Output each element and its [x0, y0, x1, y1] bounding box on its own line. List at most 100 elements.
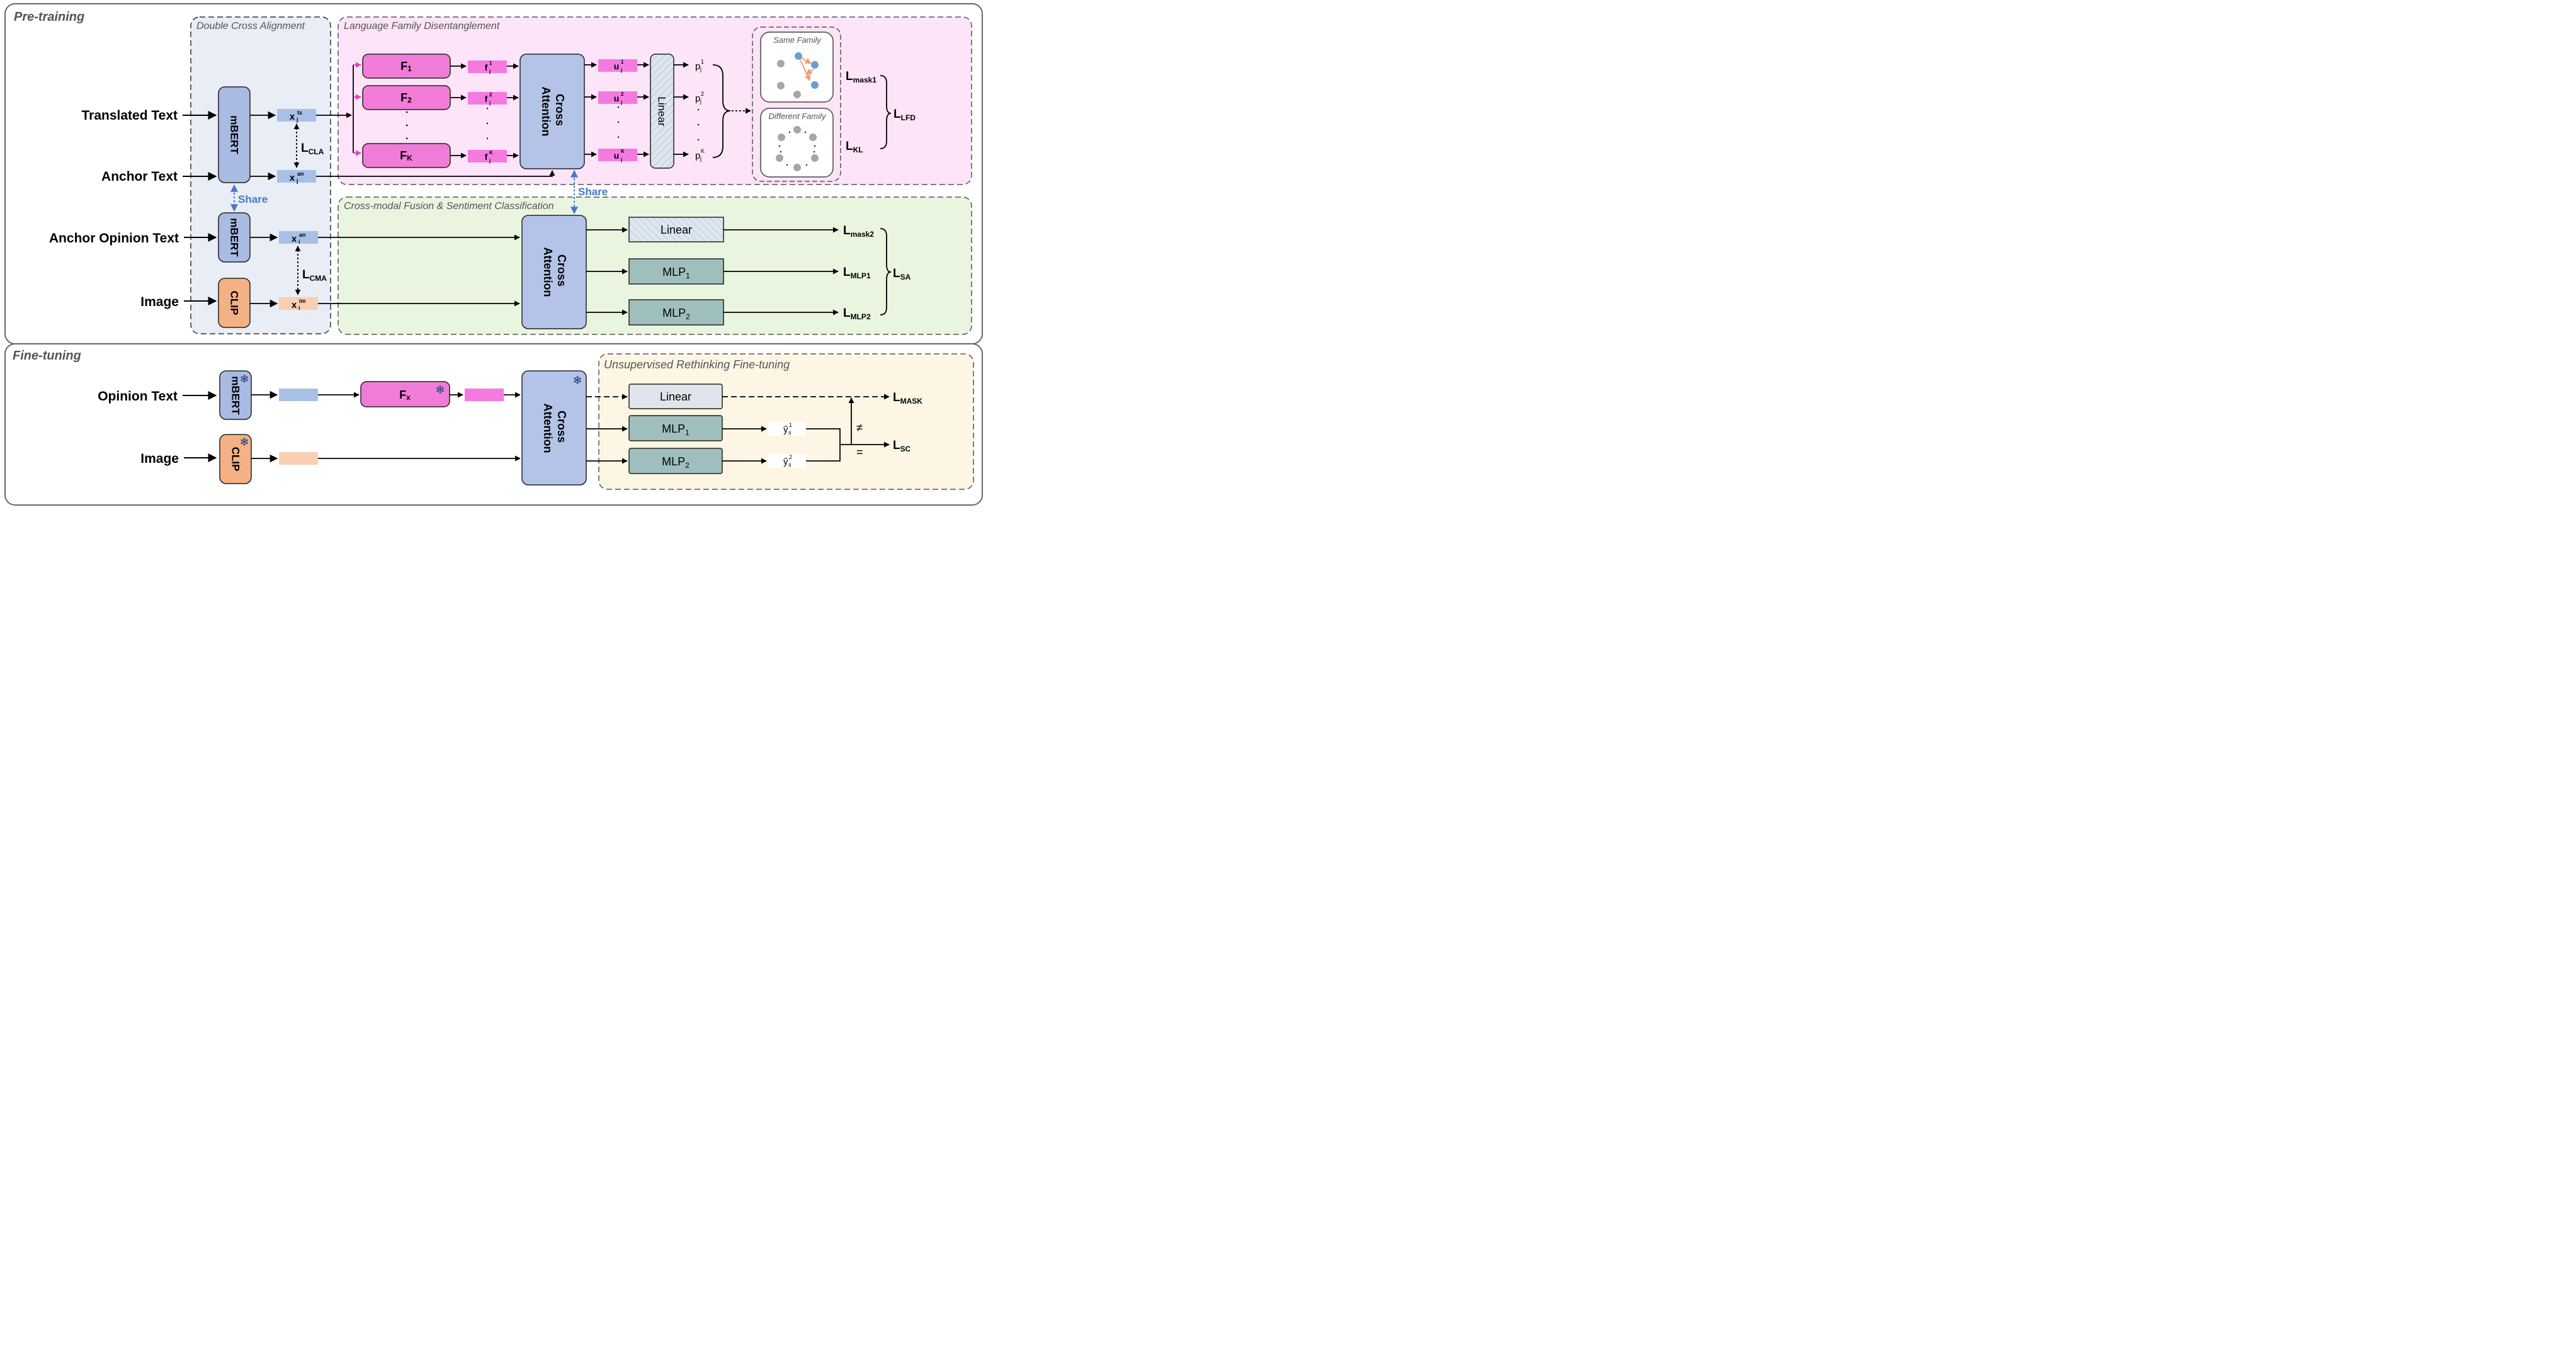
frozen-icon: ❄: [435, 383, 445, 396]
svg-text:j: j: [700, 98, 701, 105]
svg-text:Fx: Fx: [399, 389, 411, 402]
svg-text:x: x: [292, 234, 297, 244]
svg-text:j: j: [296, 178, 298, 184]
svg-text:K: K: [621, 149, 625, 154]
svg-text:ŷ: ŷ: [783, 424, 788, 435]
p-brace: [712, 64, 731, 158]
svg-text:MLP1: MLP1: [662, 266, 690, 280]
svg-text:j: j: [620, 157, 622, 162]
svg-text:2: 2: [489, 92, 492, 98]
clip-frozen-encoder: [219, 434, 252, 484]
mlp1-cmf: [628, 258, 724, 285]
svg-text:Cross Attention: Cross Attention: [542, 247, 568, 297]
ft-fx-feature: [465, 389, 504, 401]
svg-text:. . .: . . .: [485, 107, 495, 144]
feature-uk: [598, 149, 637, 161]
sa-brace: [880, 228, 892, 315]
svg-text:f: f: [485, 152, 488, 162]
input-translated-text: Translated Text: [82, 108, 178, 123]
feature-x-ts: [277, 109, 316, 122]
clip-encoder: [218, 278, 251, 328]
eq-sign: =: [856, 446, 863, 458]
loss-mask2: Lmask2: [843, 224, 874, 239]
ft-image-feature: [279, 452, 318, 465]
mlp1-ft: [628, 415, 723, 441]
framework-diagram: Pre-training Fine-tuning Double Cross Al…: [4, 3, 983, 506]
svg-text:MLP1: MLP1: [662, 423, 689, 437]
svg-text:Same Family: Same Family: [773, 35, 822, 45]
svg-text:f: f: [485, 62, 488, 72]
family-container: [752, 26, 841, 182]
lfd-brace: [880, 75, 892, 149]
loss-cla: LCLA: [301, 142, 324, 156]
svg-text:2: 2: [789, 454, 792, 460]
svg-text:j: j: [700, 66, 701, 72]
finetuning-title: Fine-tuning: [13, 349, 81, 363]
share-label-attention: Share: [578, 186, 608, 198]
expert-ellipsis: . . .: [404, 111, 414, 144]
mbert-shared-encoder: [218, 86, 251, 183]
pred-y2: [768, 454, 806, 468]
svg-text:x: x: [292, 300, 297, 310]
feature-x-an-j: [277, 170, 316, 183]
share-label-encoders: Share: [238, 193, 268, 205]
feature-x-an-i: [279, 231, 318, 244]
svg-text:j: j: [489, 69, 491, 74]
svg-text:. . .: . . .: [616, 106, 626, 143]
svg-text:1: 1: [701, 59, 704, 65]
svg-text:ts: ts: [297, 110, 302, 116]
svg-text:j: j: [489, 158, 491, 164]
svg-text:p: p: [695, 151, 700, 161]
svg-text:Linear: Linear: [660, 390, 691, 403]
svg-text:MLP2: MLP2: [662, 307, 690, 321]
feature-x-im: [279, 297, 318, 310]
svg-text:mBERT: mBERT: [230, 376, 242, 415]
svg-text:j: j: [489, 100, 491, 106]
svg-text:Linear: Linear: [656, 96, 668, 127]
pred-y1: [768, 422, 806, 436]
loss-sc: LSC: [893, 439, 911, 453]
svg-text:Cross Attention: Cross Attention: [540, 87, 566, 137]
svg-text:j: j: [296, 116, 298, 123]
neq-sign: ≠: [856, 421, 863, 434]
loss-mlp1: LMLP1: [843, 266, 871, 280]
cross-attention-cmf: [521, 215, 587, 329]
svg-text:. . .: . . .: [696, 108, 706, 145]
svg-text:FK: FK: [400, 149, 412, 162]
svg-text:j: j: [620, 99, 622, 105]
svg-text:u: u: [614, 151, 620, 161]
svg-text:1: 1: [489, 60, 492, 66]
frozen-icon: ❄: [239, 436, 249, 448]
loss-mask1: Lmask1: [846, 70, 877, 84]
svg-text:i: i: [298, 305, 300, 311]
svg-text:im: im: [299, 298, 306, 304]
feature-u2: [598, 91, 637, 104]
linear-lfd: [650, 54, 674, 169]
loss-cma: LCMA: [302, 268, 327, 283]
svg-text:p: p: [695, 61, 700, 72]
feature-f2: [468, 92, 507, 105]
svg-text:K: K: [701, 148, 705, 154]
input-anchor-opinion-text: Anchor Opinion Text: [49, 231, 179, 246]
input-anchor-text: Anchor Text: [101, 169, 178, 184]
linear-cmf: [628, 217, 724, 242]
loss-mlp2: LMLP2: [843, 307, 871, 321]
svg-text:F1: F1: [400, 60, 412, 73]
frozen-icon: ❄: [239, 373, 249, 385]
ft-text-feature: [279, 389, 318, 401]
svg-text:p: p: [695, 93, 700, 104]
svg-text:1: 1: [621, 59, 624, 65]
mbert-shared-label: mBERT: [229, 115, 241, 154]
svg-text:CLIP: CLIP: [230, 447, 242, 472]
svg-text:ŷ: ŷ: [783, 457, 788, 467]
svg-text:2: 2: [701, 91, 704, 97]
feature-fk: [468, 150, 507, 162]
mbert-opinion-label: mBERT: [229, 218, 241, 257]
clip-label: CLIP: [229, 291, 241, 315]
frozen-icon: ❄: [572, 374, 582, 387]
svg-text:Linear: Linear: [661, 224, 692, 236]
svg-text:1: 1: [789, 422, 792, 428]
svg-text:x: x: [290, 173, 295, 183]
cross-attention-lfd: [519, 54, 585, 169]
input-opinion-text: Opinion Text: [98, 389, 178, 404]
